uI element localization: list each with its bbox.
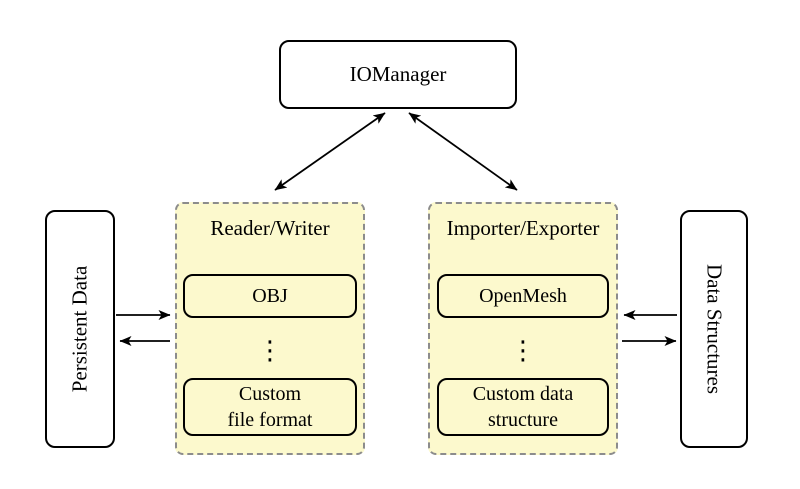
node-persistent-data: Persistent Data <box>45 210 115 448</box>
node-custom-file-format: Custom file format <box>183 378 357 436</box>
node-iomanager-label: IOManager <box>349 62 447 86</box>
node-custom-data-structure-line2: structure <box>488 409 558 431</box>
node-openmesh: OpenMesh <box>437 274 609 318</box>
arrow-iomanager-readerwriter <box>274 112 386 191</box>
node-custom-data-structure: Custom data structure <box>437 378 609 436</box>
node-obj: OBJ <box>183 274 357 318</box>
group-importer-exporter-title: Importer/Exporter <box>446 216 600 240</box>
node-obj-label: OBJ <box>252 285 288 307</box>
node-custom-data-structure-line1: Custom data <box>472 383 574 405</box>
node-openmesh-label: OpenMesh <box>479 285 567 307</box>
arrow-iomanager-importerexporter <box>408 112 518 191</box>
node-data-structures: Data Structures <box>680 210 748 448</box>
reader-writer-ellipsis-icon: ⋮ <box>257 336 283 366</box>
importer-exporter-ellipsis-icon: ⋮ <box>510 336 536 366</box>
group-reader-writer <box>175 202 365 455</box>
node-data-structures-label: Data Structures <box>702 263 727 395</box>
group-reader-writer-title: Reader/Writer <box>210 216 330 240</box>
node-custom-file-format-line1: Custom <box>238 383 302 405</box>
node-iomanager: IOManager <box>279 40 517 109</box>
node-persistent-data-label: Persistent Data <box>67 265 92 393</box>
group-importer-exporter <box>428 202 618 455</box>
node-custom-file-format-line2: file format <box>227 409 313 431</box>
